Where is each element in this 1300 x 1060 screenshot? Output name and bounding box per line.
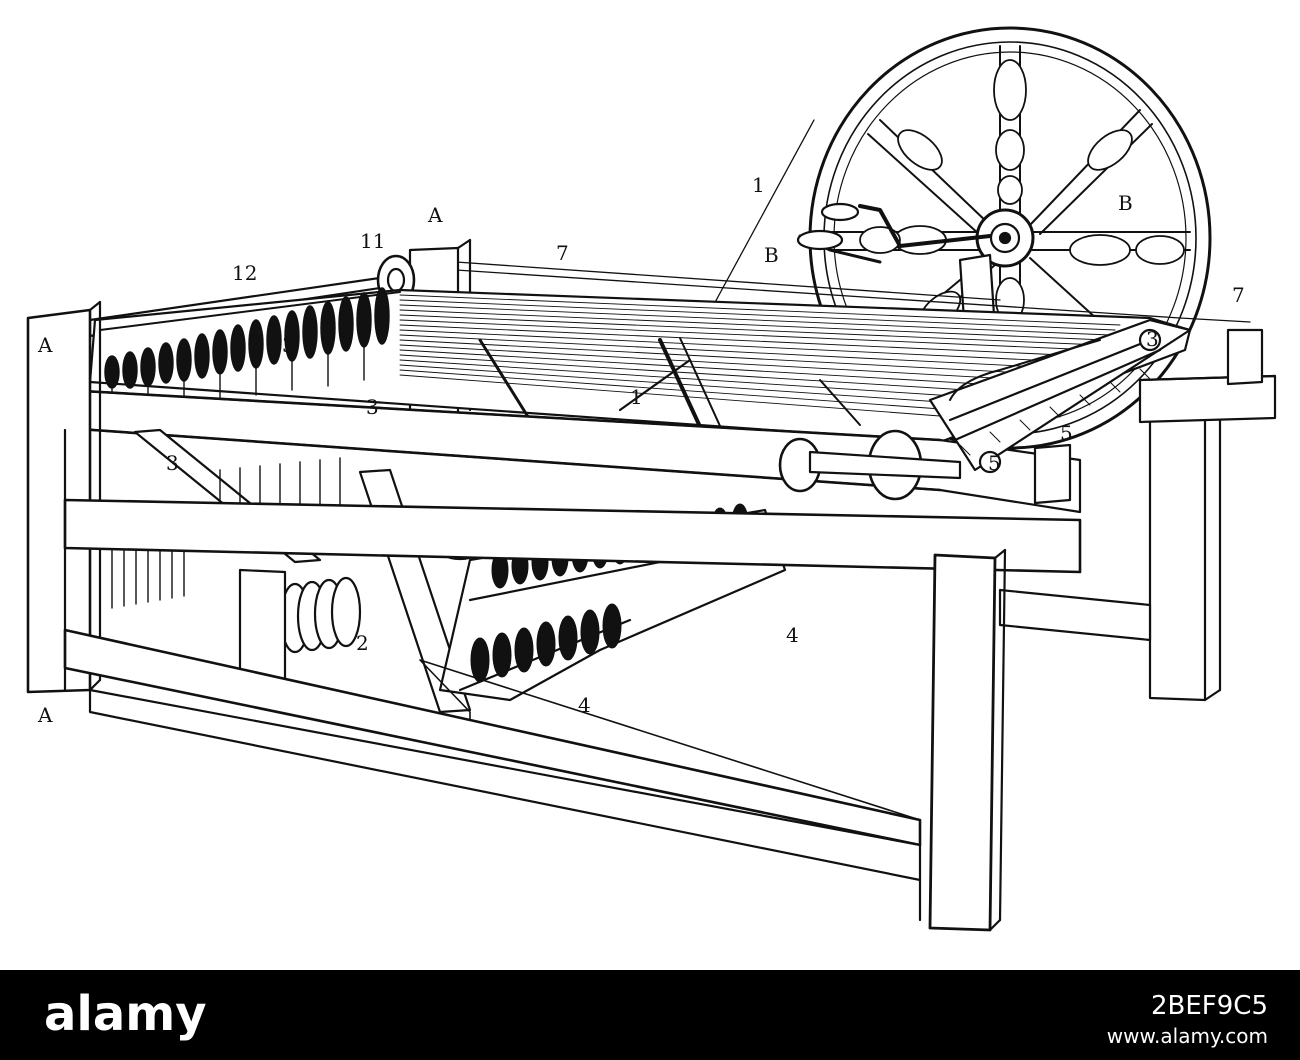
- image-id-text: 2BEF9C5: [1151, 991, 1268, 1021]
- label-3-mid: 3: [366, 395, 379, 419]
- label-4-right: 4: [786, 623, 799, 647]
- label-3-left: 3: [166, 451, 179, 475]
- footer-banner: alamy 2BEF9C5 www.alamy.com: [0, 970, 1300, 1060]
- rear-frame: [998, 388, 1222, 702]
- label-b-right: B: [1118, 191, 1133, 215]
- brand-wordmark: alamy: [44, 986, 207, 1042]
- floor-stretcher: [63, 628, 922, 882]
- label-a-left: A: [37, 333, 53, 357]
- right-rail: [1033, 328, 1277, 505]
- spindle-row: [99, 287, 401, 411]
- label-5-right: 5: [1060, 421, 1073, 445]
- label-3-rear: 3: [282, 333, 295, 357]
- label-b-left: B: [764, 243, 779, 267]
- label-11: 11: [360, 229, 385, 253]
- label-1-top: 1: [752, 173, 765, 197]
- drive-cords: [455, 119, 1251, 331]
- clasp-carriage: [778, 318, 1192, 501]
- diagram-labels: A A A B B 1 1 2 3 3 3 3 4 4 5 5 7 7 11 1…: [37, 173, 1245, 727]
- great-wheel: [796, 26, 1212, 450]
- label-4-bottom: 4: [578, 693, 591, 717]
- label-7-top: 7: [556, 241, 569, 265]
- label-3-right: 3: [1146, 327, 1159, 351]
- spinning-jenny-illustration: A A A B B 1 1 2 3 3 3 3 4 4 5 5 7 7 11 1…: [26, 26, 1277, 932]
- engraving-canvas: A A A B B 1 1 2 3 3 3 3 4 4 5 5 7 7 11 1…: [26, 26, 1277, 932]
- label-2: 2: [356, 631, 369, 655]
- image-url-text: www.alamy.com: [1106, 1024, 1268, 1048]
- label-1-center: 1: [630, 385, 643, 409]
- label-5-carriage: 5: [988, 451, 1001, 475]
- label-a-top: A: [427, 203, 443, 227]
- label-12: 12: [232, 261, 257, 285]
- front-right-leg: [918, 548, 1007, 932]
- alamy-logo[interactable]: alamy: [44, 984, 244, 1044]
- label-a-bottom: A: [37, 703, 53, 727]
- label-7-right: 7: [1232, 283, 1245, 307]
